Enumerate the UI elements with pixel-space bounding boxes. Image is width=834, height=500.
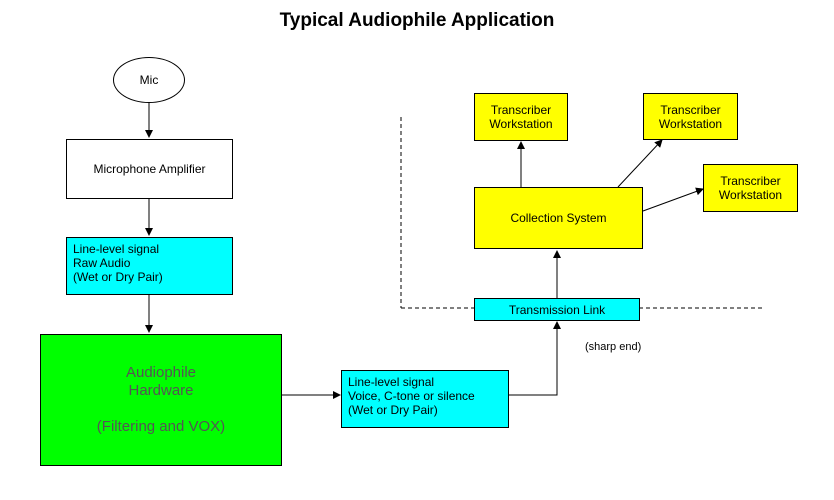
transcriber-workstation-3: Transcriber Workstation [703, 164, 798, 212]
transcriber-workstation-1: Transcriber Workstation [474, 93, 568, 141]
workstation-1-line-1: Transcriber [490, 103, 552, 117]
collection-system-label: Collection System [510, 211, 607, 225]
line-raw-line-1: Line-level signal [73, 242, 160, 256]
line-level-raw-box: Line-level signal Raw Audio (Wet or Dry … [66, 237, 233, 295]
workstation-1-line-2: Workstation [489, 117, 553, 131]
collection-system-box: Collection System [474, 187, 643, 249]
arrow-collection-to-workstation-2 [617, 139, 663, 188]
transmission-link-label: Transmission Link [508, 302, 606, 317]
arrow-collection-to-workstation-3 [642, 187, 704, 212]
microphone-amplifier-box: Microphone Amplifier [66, 139, 233, 199]
arrow-line-voice-to-transmission [509, 321, 561, 396]
transmission-link-box: Transmission Link [474, 298, 640, 321]
line-voice-line-2: Voice, C-tone or silence [348, 389, 475, 403]
mic-node: Mic [113, 57, 185, 103]
workstation-2-line-2: Workstation [658, 116, 723, 131]
hardware-line-4: (Filtering and VOX) [96, 418, 226, 435]
hardware-line-1: Audiophile [125, 364, 197, 381]
line-voice-line-1: Line-level signal [348, 375, 435, 389]
transcriber-workstation-2: Transcriber Workstation [643, 93, 738, 140]
line-raw-line-3: (Wet or Dry Pair) [73, 270, 163, 284]
workstation-3-line-2: Workstation [718, 188, 783, 202]
line-level-voice-box: Line-level signal Voice, C-tone or silen… [341, 370, 509, 428]
workstation-2-line-1: Transcriber [660, 102, 721, 117]
line-raw-line-2: Raw Audio [73, 256, 131, 270]
line-voice-line-3: (Wet or Dry Pair) [348, 403, 438, 417]
workstation-3-line-1: Transcriber [720, 174, 781, 188]
sharp-end-annotation: (sharp end) [585, 341, 642, 353]
diagram-title: Typical Audiophile Application [279, 10, 555, 31]
audiophile-hardware-box: Audiophile Hardware (Filtering and VOX) [40, 334, 282, 466]
microphone-amplifier-label: Microphone Amplifier [93, 162, 206, 176]
mic-label: Mic [139, 73, 159, 87]
hardware-line-2: Hardware [128, 382, 194, 399]
